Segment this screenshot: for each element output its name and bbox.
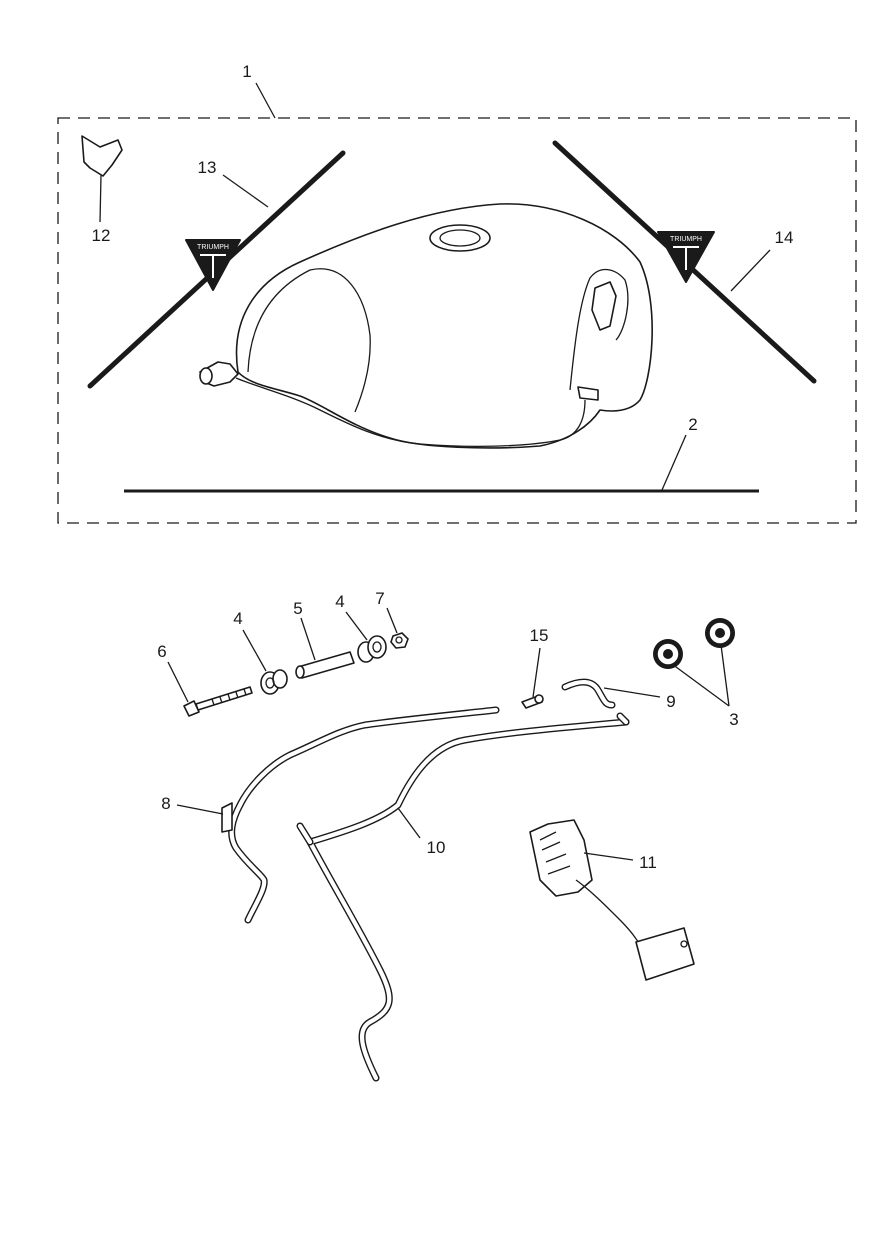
- callout-4-left: 4: [233, 609, 242, 628]
- callout-4-right: 4: [335, 592, 344, 611]
- callout-3: 3: [729, 710, 738, 729]
- spacer-tube-part-5: [295, 651, 355, 679]
- badge-left-text: TRIUMPH: [197, 244, 229, 251]
- callout-13: 13: [198, 158, 217, 177]
- callout-12: 12: [92, 226, 111, 245]
- triumph-badge-right: TRIUMPH: [657, 231, 715, 283]
- callout-9: 9: [666, 692, 675, 711]
- callout-10: 10: [427, 838, 446, 857]
- triumph-badge-left: TRIUMPH: [185, 239, 241, 291]
- fuel-sender-part-11: [529, 819, 695, 981]
- kit-boundary-dashed-box: [57, 117, 857, 524]
- hose-part-9: [561, 678, 616, 709]
- callout-15: 15: [530, 626, 549, 645]
- connector-part-15: [521, 694, 544, 709]
- gear-part-3-b: [705, 618, 735, 648]
- badge-right-text: TRIUMPH: [670, 236, 702, 243]
- callout-6: 6: [157, 642, 166, 661]
- callout-2: 2: [688, 415, 697, 434]
- callout-5: 5: [293, 599, 302, 618]
- decal-part-12: [81, 135, 123, 177]
- grommet-part-4-left: [260, 669, 288, 695]
- bolt-part-6: [183, 686, 253, 717]
- hose-part-8: [221, 706, 500, 924]
- gear-part-3-a: [653, 639, 683, 669]
- callout-14: 14: [775, 228, 794, 247]
- fuel-tank: [199, 203, 653, 449]
- callout-1: 1: [242, 62, 251, 81]
- grommet-part-4-right: [357, 635, 387, 663]
- hose-part-10: [296, 712, 630, 1082]
- callout-8: 8: [161, 794, 170, 813]
- nut-part-7: [390, 632, 409, 649]
- callout-11: 11: [639, 853, 657, 872]
- leader-lines: [99, 82, 771, 861]
- callout-7: 7: [375, 589, 384, 608]
